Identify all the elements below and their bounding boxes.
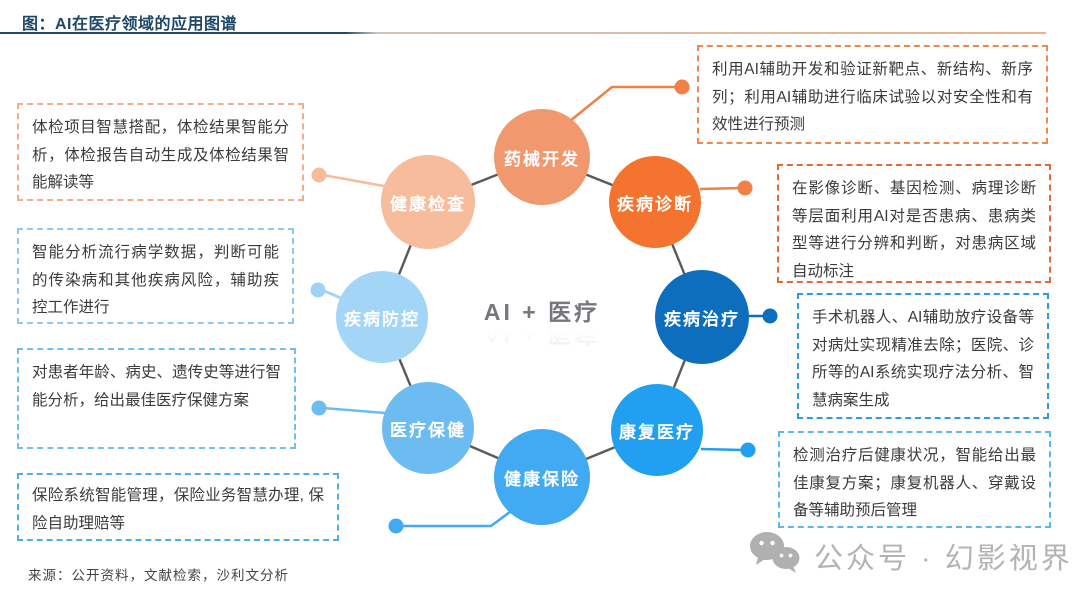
connector-treatment	[748, 308, 778, 324]
source-note: 来源：公开资料，文献检索，沙利文分析	[28, 568, 289, 583]
callout-healthcare: 对患者年龄、病史、遗传史等进行智能分析，给出最佳医疗保健方案	[17, 348, 296, 449]
callout-health-checkup: 体检项目智慧搭配，体检结果智能分析，体检报告自动生成及体检结果智能解读等	[17, 103, 304, 201]
node-disease-diagnosis[interactable]: 疾病诊断	[609, 156, 701, 248]
wechat-icon	[748, 530, 802, 581]
node-disease-prevention[interactable]: 疾病防控	[336, 271, 428, 363]
connector-checkup	[311, 167, 385, 188]
callout-disease-diagnosis: 在影像诊断、基因检测、病理诊断等层面利用AI对是否患病、患病类型等进行分辨和判断…	[777, 164, 1051, 283]
node-healthcare[interactable]: 医疗保健	[382, 382, 474, 474]
callout-connectors	[310, 79, 778, 534]
callout-disease-prevention: 智能分析流行病学数据，判断可能的传染病和其他疾病风险，辅助疾控工作进行	[17, 228, 294, 324]
node-rehabilitation[interactable]: 康复医疗	[611, 384, 703, 476]
connector-drug-dev	[564, 79, 690, 127]
watermark-text: 公众号 · 幻影视界	[814, 542, 1073, 575]
callout-health-insurance: 保险系统智能管理，保险业务智慧办理, 保险自助理赔等	[17, 473, 339, 541]
node-health-insurance[interactable]: 健康保险	[494, 429, 590, 525]
page-title: 图：AI在医疗领域的应用图谱	[22, 16, 238, 33]
watermark: 公众号 · 幻影视界	[748, 530, 1073, 581]
connector-prevention	[310, 282, 342, 300]
callout-disease-treatment: 手术机器人、AI辅助放疗设备等对病灶实现精准去除；医院、诊所等的AI系统实现疗法…	[797, 293, 1049, 419]
connector-diagnosis	[699, 180, 753, 196]
node-disease-treatment[interactable]: 疾病治疗	[655, 270, 749, 364]
node-drug-development[interactable]: 药械开发	[494, 109, 590, 205]
title-underline	[0, 32, 1046, 34]
center-label-reflection: AI + 医疗	[483, 321, 601, 347]
node-health-checkup[interactable]: 健康检查	[381, 155, 475, 249]
callout-rehabilitation: 检测治疗后健康状况，智能给出最佳康复方案；康复机器人、穿戴设备等辅助预后管理	[778, 431, 1051, 528]
connector-insurance	[388, 507, 515, 534]
connector-rehab	[700, 442, 756, 458]
connector-healthcare	[311, 400, 386, 416]
callout-drug-development: 利用AI辅助开发和验证新靶点、新结构、新序列；利用AI辅助进行临床试验以对安全性…	[697, 45, 1048, 144]
center-label: AI + 医疗	[483, 299, 601, 325]
